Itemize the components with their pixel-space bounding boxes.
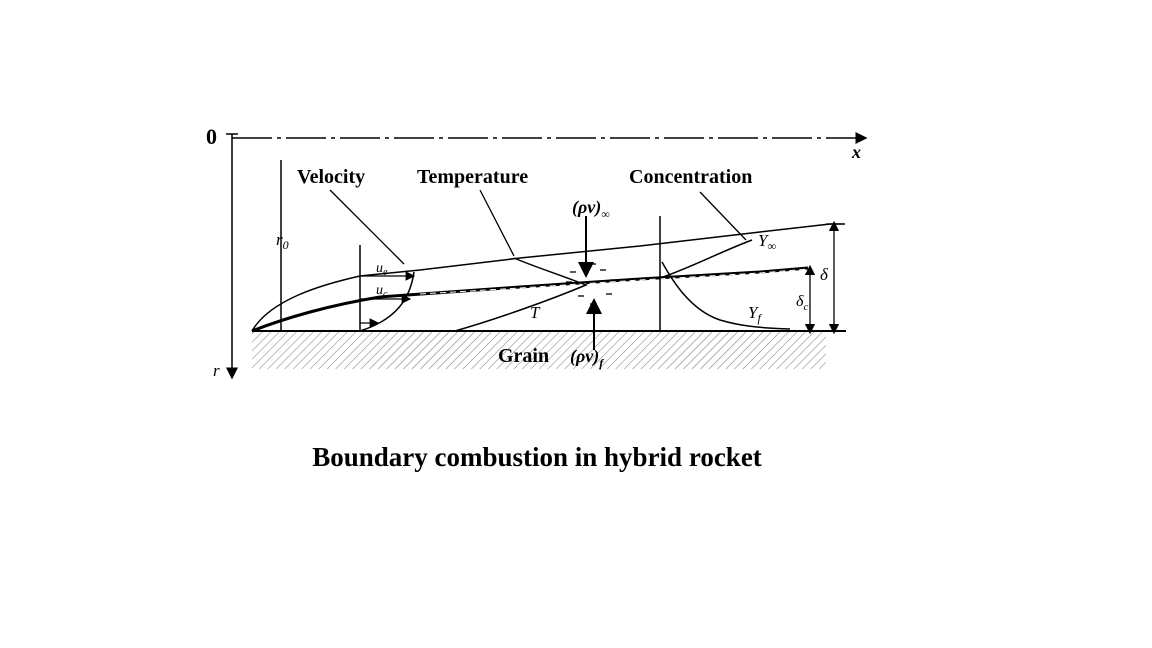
velocity-flame-sub: c — [383, 289, 388, 300]
velocity-profile — [359, 271, 415, 332]
velocity-flame-main: u — [376, 283, 383, 298]
boundary-thickness-label: δ — [820, 265, 829, 284]
x-axis-label: x — [851, 142, 861, 162]
oxidizer-fraction-sub: ∞ — [767, 239, 776, 253]
r-axis-label: r — [213, 361, 220, 380]
concentration-leader — [699, 191, 747, 241]
temperature-profile — [454, 257, 589, 332]
flame-sheet-dashed — [419, 268, 809, 295]
concentration-title: Concentration — [629, 166, 752, 188]
flux-bottom-main: (ρv) — [570, 346, 599, 367]
flux-top-label: (ρv)∞ — [572, 197, 610, 221]
boundary-layer-edge — [251, 223, 845, 332]
oxidizer-fraction-label: Y∞ — [758, 231, 776, 253]
flame-height-main: δ — [796, 293, 804, 310]
flux-bottom-label: (ρv)f — [570, 346, 604, 370]
radius-label-main: r — [276, 230, 283, 249]
temperature-title: Temperature — [417, 166, 528, 188]
temperature-leader — [479, 189, 515, 257]
fuel-fraction-main: Y — [748, 303, 759, 322]
velocity-leader — [329, 189, 405, 265]
velocity-flame-label: uc — [376, 283, 388, 300]
flame-sheet — [251, 266, 809, 333]
grain-surface — [252, 331, 826, 369]
flux-top-main: (ρv) — [572, 197, 601, 218]
oxidizer-fraction-main: Y — [758, 231, 769, 250]
radius-label: r0 — [276, 230, 289, 252]
velocity-edge-label: ue — [376, 261, 388, 278]
radius-label-sub: 0 — [283, 238, 289, 252]
origin-label: 0 — [206, 124, 217, 149]
fuel-fraction-sub: f — [757, 311, 762, 325]
temperature-symbol: T — [530, 303, 541, 322]
flame-height-sub: c — [803, 301, 808, 313]
flux-bottom-sub: f — [599, 356, 604, 370]
flame-height-label: δc — [796, 293, 808, 313]
velocity-edge-sub: e — [383, 267, 388, 278]
figure-caption: Boundary combustion in hybrid rocket — [312, 442, 762, 472]
flux-dots — [566, 263, 616, 305]
grain-label: Grain — [498, 345, 549, 367]
fuel-profile — [661, 261, 791, 330]
flux-top-sub: ∞ — [601, 207, 610, 221]
velocity-title: Velocity — [297, 166, 365, 188]
velocity-edge-main: u — [376, 261, 383, 276]
fuel-fraction-label: Yf — [748, 303, 762, 325]
